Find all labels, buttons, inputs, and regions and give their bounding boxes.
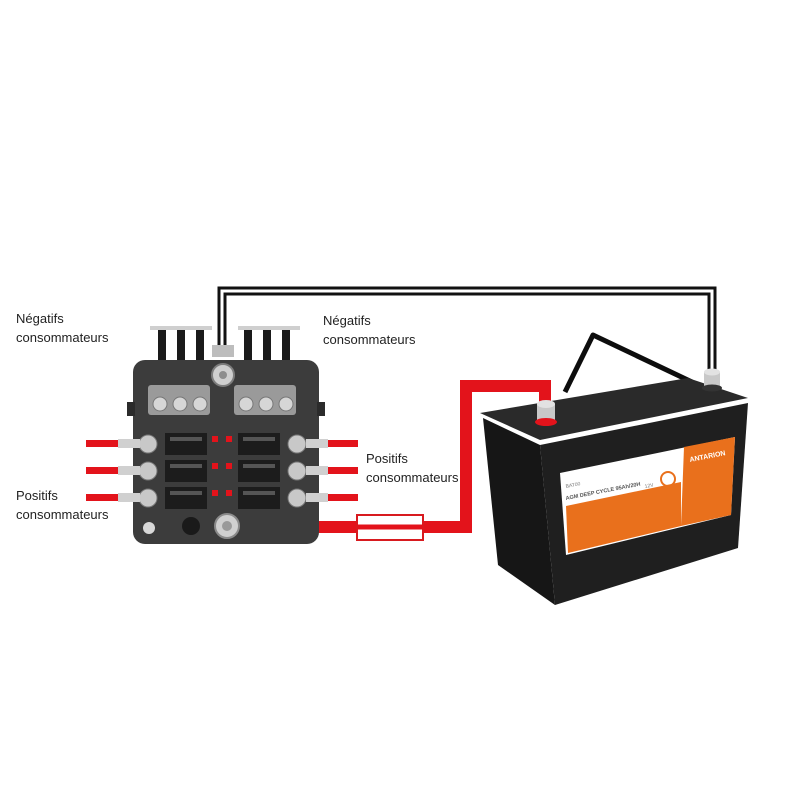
- battery-voltage: 12V: [644, 482, 655, 490]
- battery-handle: [562, 332, 694, 394]
- label-negatives-left: Négatifs consommateurs: [16, 311, 109, 345]
- battery-negative-terminal: [702, 368, 722, 392]
- negative-consumer-wires: [150, 326, 300, 373]
- inline-fuse: [356, 514, 424, 541]
- label-negatives-right: Négatifs consommateurs: [323, 313, 416, 347]
- fuse-slots: [165, 433, 280, 509]
- mount-screw: [182, 517, 200, 535]
- led-indicators: [212, 436, 232, 496]
- mount-screw: [143, 522, 155, 534]
- positive-terminal-screws: [138, 434, 307, 508]
- battery-front-face: [483, 418, 555, 605]
- negative-bus-terminals: [148, 345, 296, 415]
- fuse-box: [127, 326, 325, 544]
- label-positives-right: Positifs consommateurs: [366, 451, 459, 485]
- battery-label: ANTARION BAT00 AGM DEEP CYCLE 95Ah/20H 1…: [560, 437, 735, 555]
- negative-main-cable-inner: [220, 289, 714, 380]
- battery-positive-terminal: [535, 400, 557, 426]
- positive-consumer-wires: [86, 439, 358, 502]
- battery-ref: BAT00: [565, 481, 581, 490]
- label-positives-left: Positifs consommateurs: [16, 488, 109, 522]
- battery: ANTARION BAT00 AGM DEEP CYCLE 95Ah/20H 1…: [480, 332, 748, 605]
